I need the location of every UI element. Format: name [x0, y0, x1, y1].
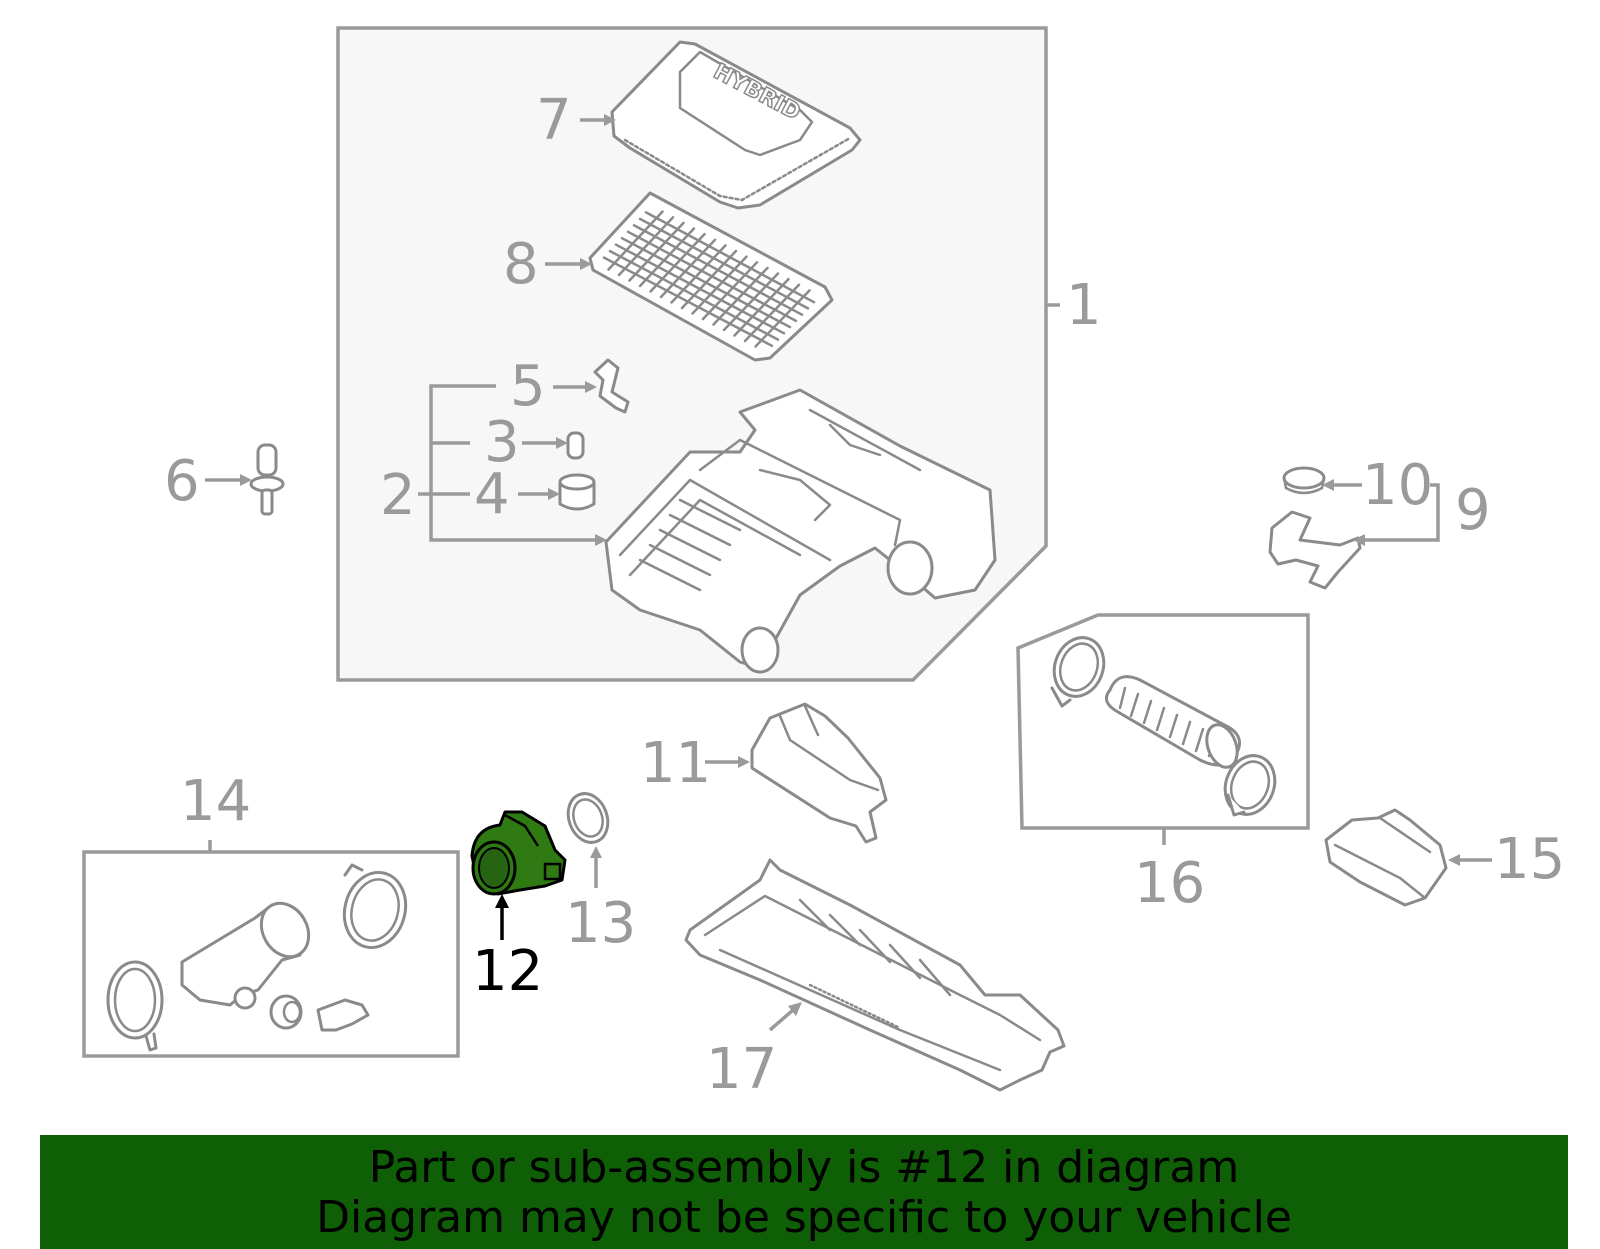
air-cleaner-housing[interactable]	[604, 388, 997, 674]
resonator-part-15[interactable]	[1324, 808, 1448, 907]
callout-14: 14	[180, 769, 251, 834]
cowl-duct-part-17[interactable]	[684, 858, 1066, 1092]
callout-7: 7	[536, 88, 572, 153]
intake-hose-box-14	[82, 840, 460, 1058]
callout-11: 11	[640, 731, 711, 796]
bracket-part-9[interactable]	[1268, 510, 1362, 590]
info-banner: Part or sub-assembly is #12 in diagram D…	[40, 1135, 1568, 1249]
tube-clamp-left[interactable]	[106, 960, 164, 1052]
mass-air-flow-sensor-part-12[interactable]	[470, 810, 567, 896]
banner-line-part: Part or sub-assembly is #12 in diagram	[368, 1142, 1240, 1193]
hose-clamp-upper[interactable]	[1046, 631, 1112, 708]
air-filter-element[interactable]	[588, 191, 834, 362]
hose-clamp-lower[interactable]	[1217, 749, 1283, 822]
tube-clamp-right[interactable]	[336, 863, 414, 954]
intake-tube[interactable]	[180, 895, 318, 1010]
callout-10: 10	[1362, 453, 1433, 518]
callout-8: 8	[503, 232, 539, 297]
grommet-part-3[interactable]	[566, 431, 585, 460]
leader-lines	[205, 114, 1492, 1032]
air-duct-part-11[interactable]	[750, 702, 888, 844]
bracket-part-5[interactable]	[593, 358, 630, 414]
grommet-part-10[interactable]	[1282, 466, 1326, 495]
callout-1: 1	[1066, 273, 1102, 338]
intake-hose-box-16	[1016, 613, 1310, 845]
callout-4: 4	[474, 462, 510, 527]
callout-2: 2	[380, 463, 416, 528]
callout-17: 17	[706, 1037, 777, 1102]
seal-ring-part-13[interactable]	[562, 788, 615, 848]
callout-16: 16	[1134, 851, 1205, 916]
callout-13: 13	[565, 891, 636, 956]
callout-9: 9	[1455, 478, 1491, 543]
clip-part-6[interactable]	[249, 443, 285, 516]
callout-6: 6	[164, 449, 200, 514]
callout-12: 12	[472, 939, 543, 1004]
insulator-part-4[interactable]	[558, 473, 596, 511]
intake-hose[interactable]	[1104, 675, 1242, 772]
callout-3: 3	[484, 410, 520, 475]
small-hose-connector[interactable]	[269, 994, 370, 1032]
callout-15: 15	[1494, 827, 1565, 892]
banner-line-disclaimer: Diagram may not be specific to your vehi…	[316, 1192, 1292, 1243]
callout-5: 5	[510, 354, 546, 419]
callout-labels: 7 8 1 5 3 2 4 6 10 9 11 14 13 12 16 15 1…	[164, 88, 1565, 1102]
